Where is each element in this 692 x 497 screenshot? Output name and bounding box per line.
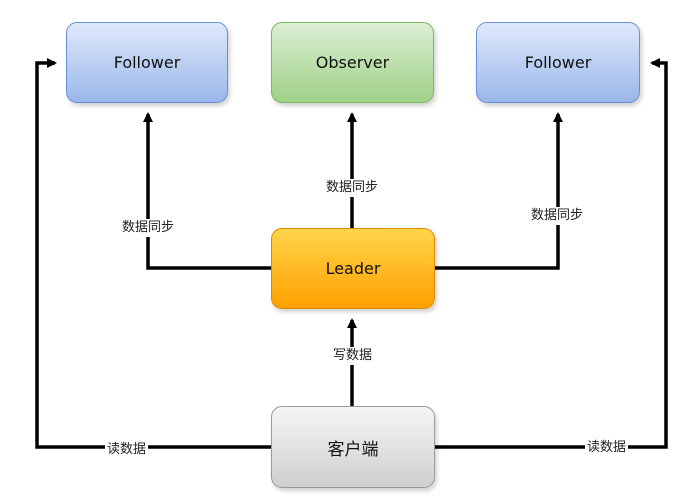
sync-label-left: 数据同步 [120,219,177,237]
sync-label-right: 数据同步 [529,207,586,225]
observer-label: Observer [315,53,390,72]
read-label-right: 读数据 [585,439,629,457]
follower-right-node: Follower [476,22,640,103]
client-label: 客户端 [327,439,379,460]
read-label-left: 读数据 [105,441,149,459]
follower-right-label: Follower [524,53,592,72]
sync-label-center: 数据同步 [324,179,381,197]
follower-left-node: Follower [66,22,228,103]
observer-node: Observer [271,22,434,103]
client-node: 客户端 [271,406,435,488]
edge-leader-to-follower-right [434,112,563,270]
write-label: 写数据 [331,347,375,365]
edge-client-to-follower-right [434,58,668,449]
edge-client-to-follower-left [35,58,272,449]
leader-label: Leader [325,259,381,278]
leader-node: Leader [271,228,435,309]
edge-leader-to-follower-left [143,112,272,270]
follower-left-label: Follower [113,53,181,72]
